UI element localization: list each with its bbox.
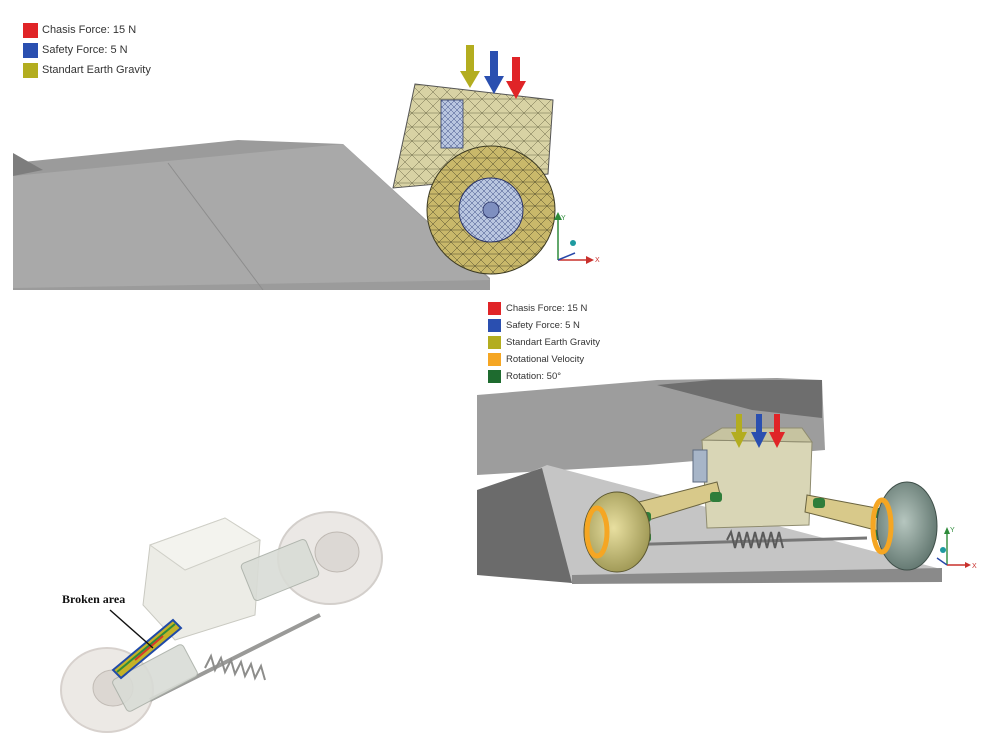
legend-item-safety-force: Safety Force: 5 N [23,40,151,60]
legend-label: Safety Force: 5 N [42,44,128,56]
legend-swatch [488,302,501,315]
left-wheel-rotation-ring [584,505,610,559]
safety-force-arrow [751,414,767,448]
ground-left-block [477,468,572,583]
broken-area-label: Broken area [62,592,126,606]
ramp-left-face [13,153,43,176]
panel-broken-area-render: Broken area [55,500,395,740]
chassis-force-arrow [769,414,785,448]
legend-swatch [488,370,501,383]
legend-label: Safety Force: 5 N [506,320,580,331]
annotation-leader-line [109,609,154,649]
legend-swatch [23,22,38,38]
right-wheel [876,481,938,571]
axis-y-label: Y [950,527,955,534]
legend-swatch [488,336,501,349]
ramp-block-right [657,380,822,418]
gravity-arrow [731,414,747,448]
broken-suspension-arm [111,618,183,680]
gravity-arrow [460,45,480,88]
axis-triad: Y X [936,527,977,570]
legend-top: Chasis Force: 15 N Safety Force: 5 N Sta… [23,20,151,80]
legend-label: Rotation: 50° [506,371,562,382]
suspension-assembly-illustration: Y X [477,378,977,584]
legend-item-safety-force: Safety Force: 5 N [488,317,600,334]
suspension-spring [726,529,784,549]
legend-label: Chasis Force: 15 N [506,303,588,314]
panel-suspension-simulation: Y X Chasis Force: 15 N Safety Force: 5 N… [477,300,997,605]
legend-item-chasis-force: Chasis Force: 15 N [23,20,151,40]
legend-right: Chasis Force: 15 N Safety Force: 5 N Sta… [488,300,600,385]
legend-label: Standart Earth Gravity [42,64,151,76]
axis-triad: Y X [554,212,600,264]
safety-plate [692,449,708,483]
axis-x-label: X [972,563,977,570]
left-wheel [583,491,651,573]
safety-plate-mesh [440,99,464,149]
chassis-block [701,439,813,529]
legend-swatch [488,353,501,366]
chassis-force-arrow [506,57,526,99]
panel-wheel-ramp-simulation: Y X Chasis Force: 15 N Safety Force: 5 N… [13,8,600,290]
legend-label: Chasis Force: 15 N [42,24,137,36]
legend-item-earth-gravity: Standart Earth Gravity [23,60,151,80]
legend-swatch [23,42,38,58]
ramp-side-face [13,144,490,288]
legend-label: Rotational Velocity [506,354,585,365]
wheel-ramp-illustration: Y X [13,45,600,290]
legend-swatch [23,62,38,78]
legend-item-chasis-force: Chasis Force: 15 N [488,300,600,317]
legend-item-rotation: Rotation: 50° [488,368,600,385]
axis-x-label: X [595,257,600,264]
transparent-assembly-illustration [60,511,383,733]
legend-item-earth-gravity: Standart Earth Gravity [488,334,600,351]
legend-swatch [488,319,501,332]
axis-y-label: Y [561,215,566,222]
safety-force-arrow [484,51,504,94]
legend-item-rotational-velocity: Rotational Velocity [488,351,600,368]
ground-edge [572,568,942,584]
right-wheel-rotation-ring [870,497,894,555]
upper-assembly [112,539,320,712]
legend-label: Standart Earth Gravity [506,337,600,348]
spring-coil [204,653,266,681]
